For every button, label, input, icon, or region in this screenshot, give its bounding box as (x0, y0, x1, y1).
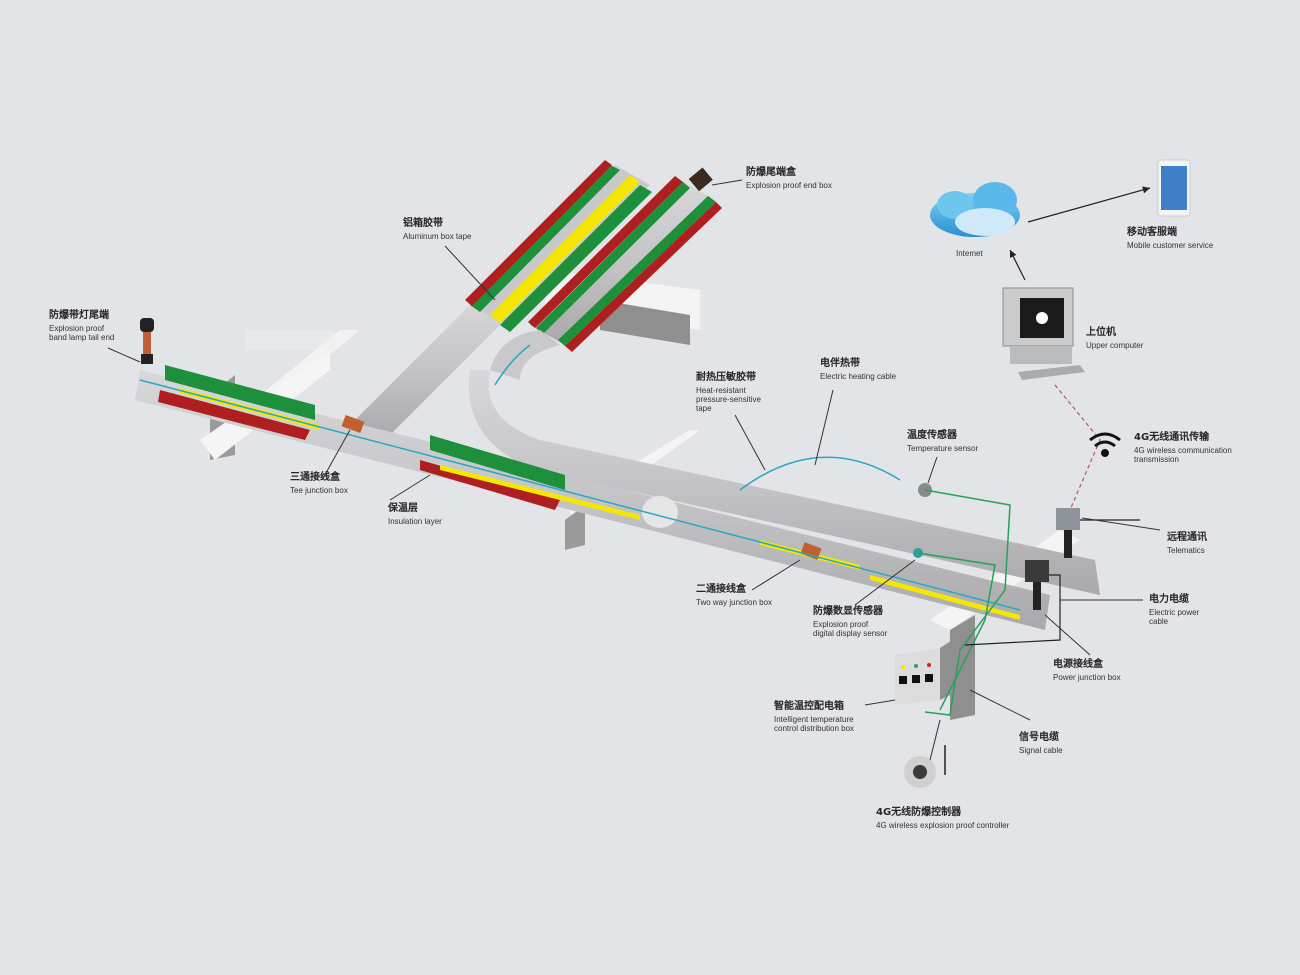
label-en: 4G wireless communication (1134, 445, 1232, 455)
label-zh: 防爆尾端盒 (746, 167, 796, 178)
label-zh: 电伴热带 (820, 358, 860, 369)
main-pipe (135, 365, 1050, 630)
label-insulation: 保温层 Insulation layer (388, 503, 442, 526)
label-en: Mobile customer service (1127, 240, 1214, 250)
label-zh: 二通接线盒 (696, 584, 746, 595)
label-zh: 4G无线防爆控制器 (876, 807, 962, 818)
label-en: control distribution box (774, 723, 855, 733)
signal-cable (917, 489, 1011, 716)
label-en: Heat-resistant (696, 385, 746, 395)
mobile-phone-icon (1157, 159, 1191, 217)
cloud-icon (930, 182, 1020, 237)
label-band-lamp-tail: 防爆带灯尾端 Explosion proof band lamp tail en… (49, 310, 114, 342)
label-heating-cable: 电伴热带 Electric heating cable (820, 358, 896, 381)
label-en: Two way junction box (696, 597, 773, 607)
label-en: cable (1149, 616, 1169, 626)
label-zh: 温度传感器 (907, 430, 957, 441)
heating-cable (139, 344, 1021, 611)
label-en: tape (696, 403, 712, 413)
label-zh: 上位机 (1086, 327, 1116, 338)
label-en: digital display sensor (813, 628, 888, 638)
two-way-junction-box (800, 542, 822, 560)
label-two-way-junction: 二通接线盒 Two way junction box (696, 584, 772, 607)
label-zh: 电力电缆 (1149, 594, 1189, 605)
label-en: Telematics (1167, 545, 1205, 555)
tee-junction-box (341, 414, 365, 434)
arrow-computer-to-cloud (1009, 249, 1026, 281)
label-en: Explosion proof end box (746, 180, 832, 190)
telematics-box (1056, 508, 1080, 530)
label-control-box: 智能温控配电箱 Intelligent temperature control … (774, 701, 854, 733)
label-en: band lamp tail end (49, 332, 115, 342)
label-en: pressure-sensitive (696, 394, 761, 404)
label-en: Insulation layer (388, 516, 442, 526)
power-cable (964, 519, 1140, 646)
label-en: Tee junction box (290, 485, 348, 495)
wireless-link (1054, 384, 1101, 511)
label-en: Signal cable (1019, 745, 1063, 755)
control-distribution-box (895, 635, 960, 705)
label-en: Electric power (1149, 607, 1200, 617)
label-en: Temperature sensor (907, 443, 979, 453)
label-en: Upper computer (1086, 340, 1144, 350)
label-zh: 防爆数显传感器 (813, 606, 883, 617)
label-internet: Intemet (956, 247, 983, 258)
label-en: Electric heating cable (820, 371, 897, 381)
label-zh: 电源接线盒 (1053, 659, 1103, 670)
label-power-cable: 电力电缆 Electric power cable (1149, 594, 1199, 626)
label-en: Power junction box (1053, 672, 1121, 682)
label-en: Intelligent temperature (774, 714, 854, 724)
valve (642, 496, 678, 528)
leader-lines (107, 179, 1161, 761)
label-telematics: 远程通讯 Telematics (1167, 532, 1207, 555)
label-en: Explosion proof (49, 323, 105, 333)
label-upper-computer: 上位机 Upper computer (1086, 327, 1143, 350)
end-box-body (688, 167, 713, 192)
label-zh: 4G无线通讯传输 (1134, 432, 1210, 443)
power-junction-box (1025, 560, 1049, 582)
label-en: transmission (1134, 454, 1179, 464)
arrow-cloud-to-mobile (1027, 186, 1151, 223)
label-digital-sensor: 防爆数显传感器 Explosion proof digital display … (813, 606, 887, 638)
label-power-junction: 电源接线盒 Power junction box (1053, 659, 1121, 682)
label-end-box: 防爆尾端盒 Explosion proof end box (746, 167, 832, 190)
label-zh: 智能温控配电箱 (774, 701, 844, 712)
wifi-icon (1089, 432, 1121, 457)
label-en: 4G wireless explosion proof controller (876, 820, 1010, 830)
label-zh: 远程通讯 (1167, 532, 1207, 543)
label-tee-junction: 三通接线盒 Tee junction box (290, 472, 348, 495)
label-zh: 耐热压敏胶带 (696, 372, 756, 383)
label-en: Aluminum box tape (403, 231, 472, 241)
label-heat-tape: 耐热压敏胶带 Heat-resistant pressure-sensitive… (696, 372, 761, 413)
label-aluminum-tape: 铝箱胶带 Aluminum box tape (403, 218, 471, 241)
elbow-pipe (468, 167, 1100, 595)
label-zh: 铝箱胶带 (403, 218, 443, 229)
label-zh: 三通接线盒 (290, 472, 340, 483)
band-lamp-tail-device (140, 318, 154, 364)
label-signal-cable: 信号电缆 Signal cable (1019, 732, 1063, 755)
label-mobile: 移动客服端 Mobile customer service (1127, 227, 1213, 250)
label-zh: 保温层 (388, 503, 418, 514)
branch-pipe-upper (355, 160, 652, 440)
label-en: Intemet (956, 249, 983, 258)
label-en: Explosion proof (813, 619, 869, 629)
label-zh: 信号电缆 (1019, 732, 1059, 743)
label-controller: 4G无线防爆控制器 4G wireless explosion proof co… (876, 807, 1009, 830)
label-zh: 移动客服端 (1127, 227, 1177, 238)
label-zh: 防爆带灯尾端 (49, 310, 109, 321)
label-wireless: 4G无线通讯传输 4G wireless communication trans… (1134, 432, 1232, 464)
label-temp-sensor: 温度传感器 Temperature sensor (907, 430, 978, 453)
upper-computer-icon (1002, 287, 1085, 380)
wireless-controller-device (904, 745, 946, 788)
